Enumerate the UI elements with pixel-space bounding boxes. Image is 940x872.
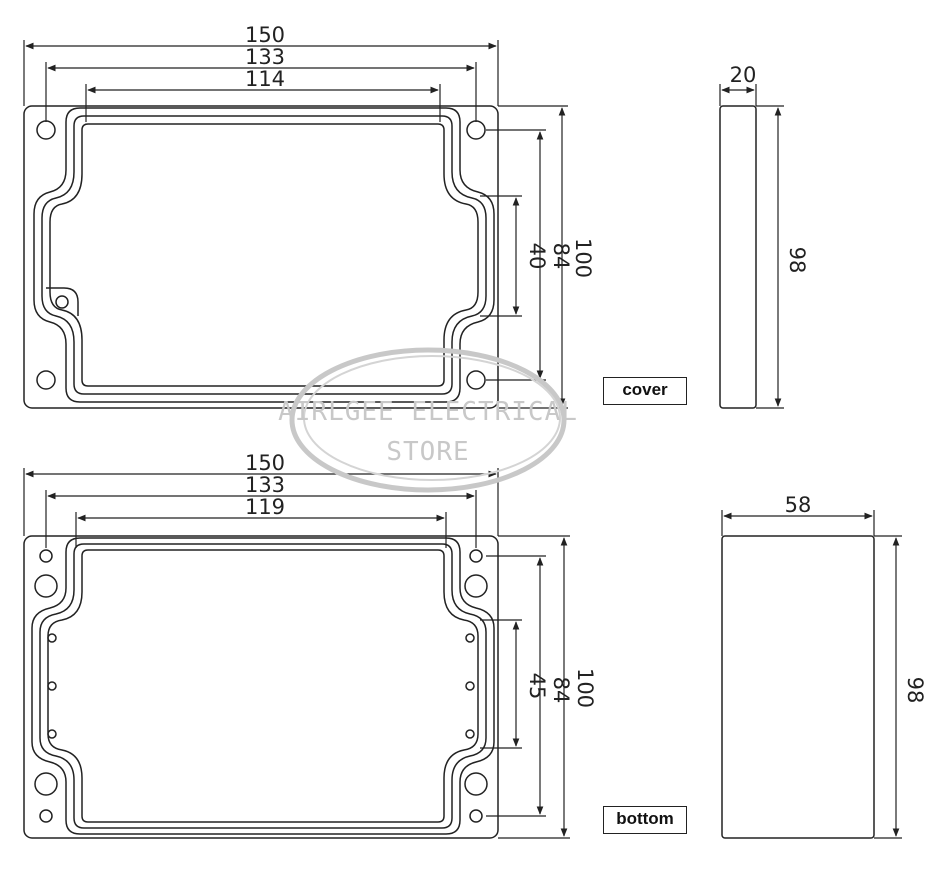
cover-overall-length-label: 150 — [245, 23, 285, 47]
cover-side-outline — [719, 105, 757, 409]
bottom-overall-width-label: 100 — [573, 668, 597, 708]
bottom-inner-width-label: 45 — [525, 673, 549, 700]
bottom-side-outline — [721, 535, 875, 839]
bottom-side-point — [47, 633, 57, 643]
bottom-side-point — [47, 681, 57, 691]
cover-mounting-hole — [466, 120, 486, 140]
cover-side-view — [719, 84, 784, 409]
bottom-side-point — [465, 633, 475, 643]
cover-overall-width-label: 100 — [571, 238, 595, 278]
bottom-outline — [23, 535, 499, 839]
bottom-side-point — [465, 729, 475, 739]
cover-corner-boss — [46, 287, 79, 316]
bottom-height-label: 58 — [785, 493, 812, 517]
cover-rim-inner — [49, 123, 479, 387]
bottom-overall-length-label: 150 — [245, 451, 285, 475]
bottom-side-view — [721, 510, 902, 839]
cover-outline — [23, 105, 499, 409]
bottom-hole-spacing-width-label: 84 — [549, 677, 573, 704]
bottom-small-hole — [39, 549, 53, 563]
cover-dimension-labels: 150 133 114 40 84 100 20 98 — [245, 23, 809, 278]
bottom-hole-spacing-length-label: 133 — [245, 473, 285, 497]
cover-inner-width-label: 40 — [525, 243, 549, 270]
bottom-dimension-labels: 150 133 119 45 84 100 58 98 — [245, 451, 927, 708]
cover-label: cover — [603, 377, 687, 405]
cover-rim-outer — [33, 107, 495, 403]
cover-height-label: 20 — [730, 63, 757, 87]
bottom-small-hole — [469, 549, 483, 563]
bottom-mounting-hole — [464, 772, 488, 796]
bottom-side-point — [47, 729, 57, 739]
bottom-rim-outer — [31, 537, 495, 835]
bottom-mounting-hole — [464, 574, 488, 598]
watermark-oval — [289, 347, 567, 493]
bottom-mounting-hole — [34, 574, 58, 598]
watermark-oval-inner — [303, 355, 561, 481]
watermark-line2: STORE — [386, 437, 469, 467]
cover-top-view — [23, 105, 499, 409]
cover-mounting-hole — [36, 370, 56, 390]
cover-hole-spacing-length-label: 133 — [245, 45, 285, 69]
bottom-rim-inner — [47, 549, 479, 823]
cover-mounting-hole — [466, 370, 486, 390]
cover-vertical-dims — [480, 105, 568, 409]
bottom-side-width-label: 98 — [903, 677, 927, 704]
bottom-side-point — [465, 681, 475, 691]
watermark: AIRLGEE ELECTRICAL STORE — [278, 347, 578, 493]
cover-horizontal-dims — [23, 40, 499, 122]
bottom-label: bottom — [603, 806, 687, 834]
watermark-line1: AIRLGEE ELECTRICAL — [278, 397, 578, 427]
cover-hole-spacing-width-label: 84 — [549, 243, 573, 270]
cover-rim-mid — [41, 115, 487, 395]
bottom-small-hole — [469, 809, 483, 823]
cover-inner-length-label: 114 — [245, 67, 285, 91]
bottom-small-hole — [39, 809, 53, 823]
bottom-inner-length-label: 119 — [245, 495, 285, 519]
cover-side-width-label: 98 — [785, 247, 809, 274]
bottom-rim-mid — [39, 543, 487, 829]
cover-mounting-hole — [36, 120, 56, 140]
cover-boss-hole — [55, 295, 69, 309]
bottom-mounting-hole — [34, 772, 58, 796]
bottom-top-view — [23, 535, 499, 839]
bottom-vertical-dims — [480, 535, 570, 839]
